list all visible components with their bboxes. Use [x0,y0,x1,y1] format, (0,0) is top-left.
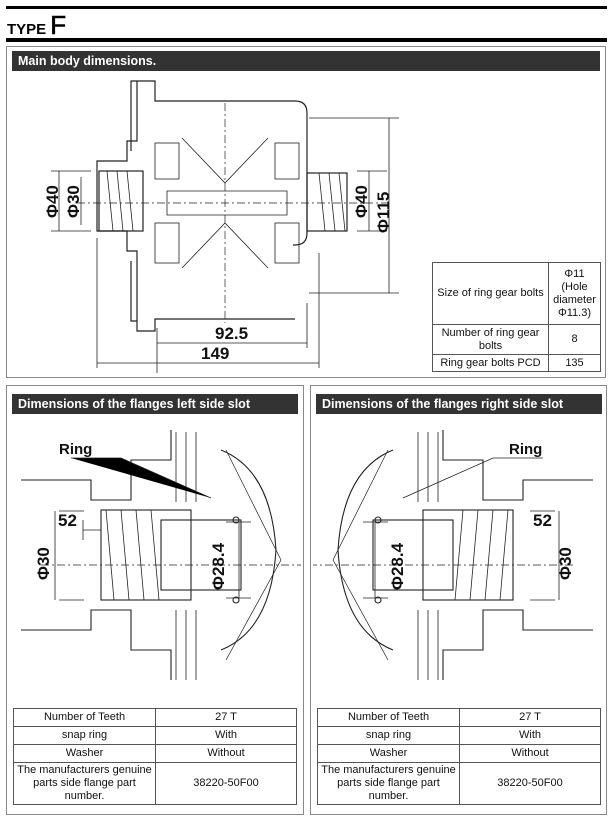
title-rule [6,38,607,42]
spec-value: 8 [548,324,601,355]
left-flange-panel: Dimensions of the flanges left side slot… [6,385,304,815]
main-body-header: Main body dimensions. [12,51,600,71]
table-row: The manufacturers genuine parts side fla… [317,762,601,805]
row-label: The manufacturers genuine parts side fla… [317,762,460,805]
title-prefix: TYPE [7,21,47,38]
dim-phi40-right: Φ40 [352,185,371,218]
title-letter: F [50,10,67,41]
row-value: Without [155,744,297,763]
row-value: 38220-50F00 [155,762,297,805]
row-value: 27 T [459,708,601,727]
spec-label: Number of ring gear bolts [432,324,549,355]
row-value: With [155,726,297,745]
row-value: 38220-50F00 [459,762,601,805]
right-flange-header: Dimensions of the flanges right side slo… [316,394,602,414]
row-label: Number of Teeth [13,708,156,727]
row-label: Washer [13,744,156,763]
dim-phi28-4: Φ28.4 [209,542,228,590]
main-body-drawing: Φ40 Φ30 Φ40 Φ115 92.5 149 [43,80,399,373]
ring-label: Ring [59,441,92,458]
spec-value: 135 [548,354,601,372]
right-flange-drawing: Ring 52 Φ30 Φ28.4 [313,430,593,680]
dim-phi115: Φ115 [374,192,393,233]
left-flange-drawing: Ring 52 Φ30 Φ28.4 [21,430,301,680]
row-value: 27 T [155,708,297,727]
dim-phi30-left: Φ30 [64,185,83,218]
dim-phi28-4: Φ28.4 [388,542,407,590]
dim-phi30: Φ30 [34,547,53,580]
spec-label: Size of ring gear bolts [432,262,549,325]
row-label: Washer [317,744,460,763]
row-value: With [459,726,601,745]
row-label: The manufacturers genuine parts side fla… [13,762,156,805]
table-row: The manufacturers genuine parts side fla… [13,762,297,805]
spec-label: Ring gear bolts PCD [432,354,549,372]
dim-phi40-left: Φ40 [43,185,62,218]
dim-92-5: 92.5 [215,324,248,343]
spec-value: Φ11 (Hole diameter Φ11.3) [548,262,601,325]
dim-52: 52 [533,511,552,530]
row-value: Without [459,744,601,763]
row-label: snap ring [317,726,460,745]
row-label: Number of Teeth [317,708,460,727]
main-body-panel: Main body dimensions. Φ [6,46,606,378]
top-rule [6,6,607,9]
dim-phi30: Φ30 [556,547,575,580]
right-flange-panel: Dimensions of the flanges right side slo… [310,385,607,815]
row-label: snap ring [13,726,156,745]
dim-149: 149 [201,344,229,363]
ring-label: Ring [509,441,542,458]
dim-52: 52 [58,511,77,530]
left-flange-header: Dimensions of the flanges left side slot [12,394,298,414]
